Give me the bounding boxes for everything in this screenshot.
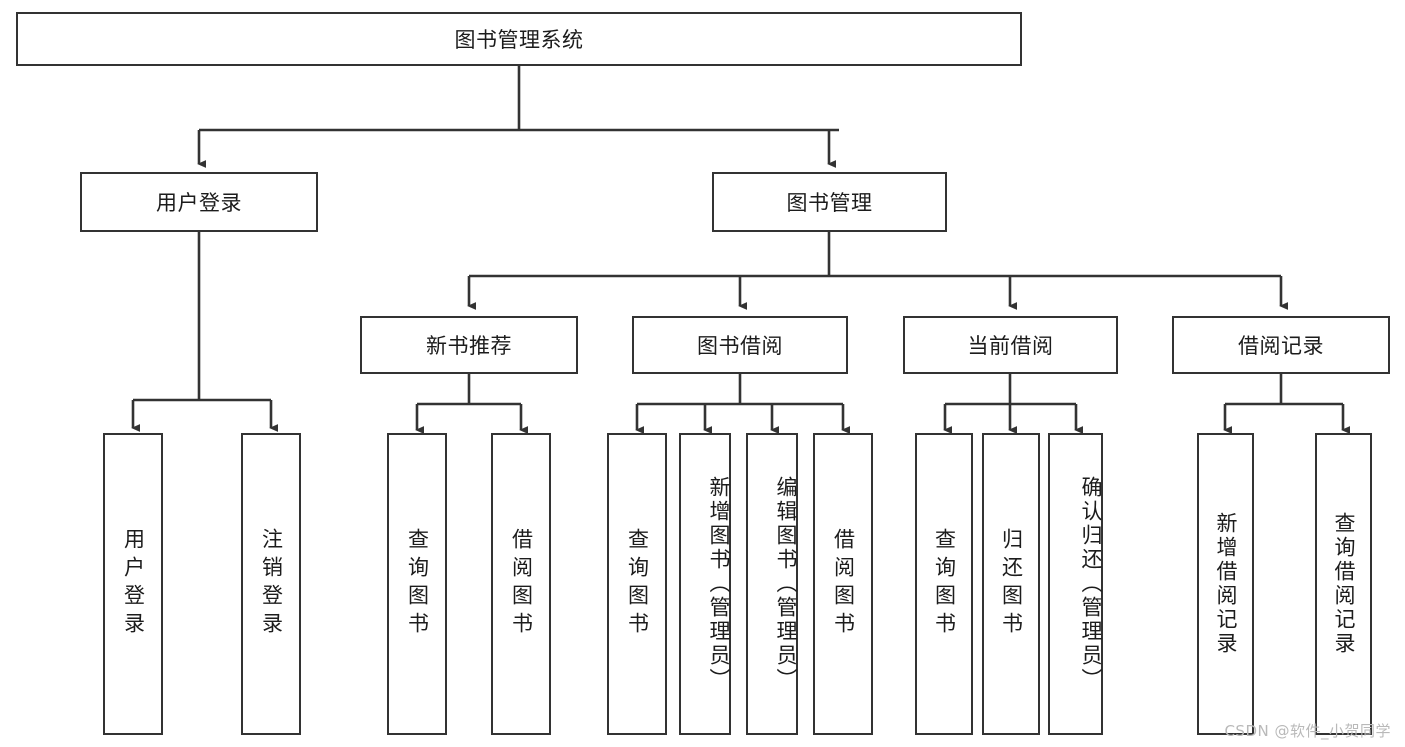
node-leaf-return-book[interactable]: 归还图书 (982, 433, 1040, 735)
node-label: 查询图书 (625, 528, 650, 640)
node-label: 借阅记录 (1238, 334, 1324, 358)
node-label: 新增图书（管理员） (707, 476, 731, 692)
node-label: 新书推荐 (426, 334, 512, 358)
node-book-borrow[interactable]: 图书借阅 (632, 316, 848, 374)
node-leaf-add-book[interactable]: 新增图书（管理员） (679, 433, 731, 735)
node-label: 当前借阅 (967, 334, 1054, 358)
node-book-management-system[interactable]: 图书管理系统 (16, 12, 1022, 66)
node-new-book-recommend[interactable]: 新书推荐 (360, 316, 578, 374)
node-current-borrow[interactable]: 当前借阅 (903, 316, 1118, 374)
node-user-login[interactable]: 用户登录 (80, 172, 318, 232)
node-leaf-query-record[interactable]: 查询借阅记录 (1315, 433, 1372, 735)
watermark: CSDN @软件_小贺同学 (1224, 722, 1391, 740)
node-label: 确认归还（管理员） (1079, 476, 1103, 692)
node-label: 图书借阅 (697, 334, 783, 358)
node-leaf-borrow-book-2[interactable]: 借阅图书 (813, 433, 873, 735)
node-label: 注销登录 (259, 528, 284, 640)
node-label: 借阅图书 (509, 528, 534, 640)
node-leaf-edit-book[interactable]: 编辑图书（管理员） (746, 433, 798, 735)
node-book-management[interactable]: 图书管理 (712, 172, 947, 232)
node-label: 图书管理系统 (454, 28, 584, 52)
node-leaf-logout-login[interactable]: 注销登录 (241, 433, 301, 735)
node-label: 图书管理 (786, 191, 873, 215)
node-label: 查询图书 (932, 528, 957, 640)
node-leaf-borrow-book-1[interactable]: 借阅图书 (491, 433, 551, 735)
node-leaf-confirm-return[interactable]: 确认归还（管理员） (1048, 433, 1103, 735)
node-label: 用户登录 (121, 528, 146, 640)
node-label: 编辑图书（管理员） (774, 476, 798, 692)
node-label: 借阅图书 (831, 528, 856, 640)
node-leaf-user-login[interactable]: 用户登录 (103, 433, 163, 735)
node-label: 查询图书 (405, 528, 430, 640)
node-label: 查询借阅记录 (1332, 512, 1356, 656)
node-leaf-query-book-1[interactable]: 查询图书 (387, 433, 447, 735)
node-label: 归还图书 (999, 528, 1024, 640)
node-leaf-query-book-2[interactable]: 查询图书 (607, 433, 667, 735)
node-borrow-record[interactable]: 借阅记录 (1172, 316, 1390, 374)
node-leaf-add-record[interactable]: 新增借阅记录 (1197, 433, 1254, 735)
node-leaf-query-book-3[interactable]: 查询图书 (915, 433, 973, 735)
node-label: 新增借阅记录 (1214, 512, 1238, 656)
node-label: 用户登录 (156, 191, 242, 215)
